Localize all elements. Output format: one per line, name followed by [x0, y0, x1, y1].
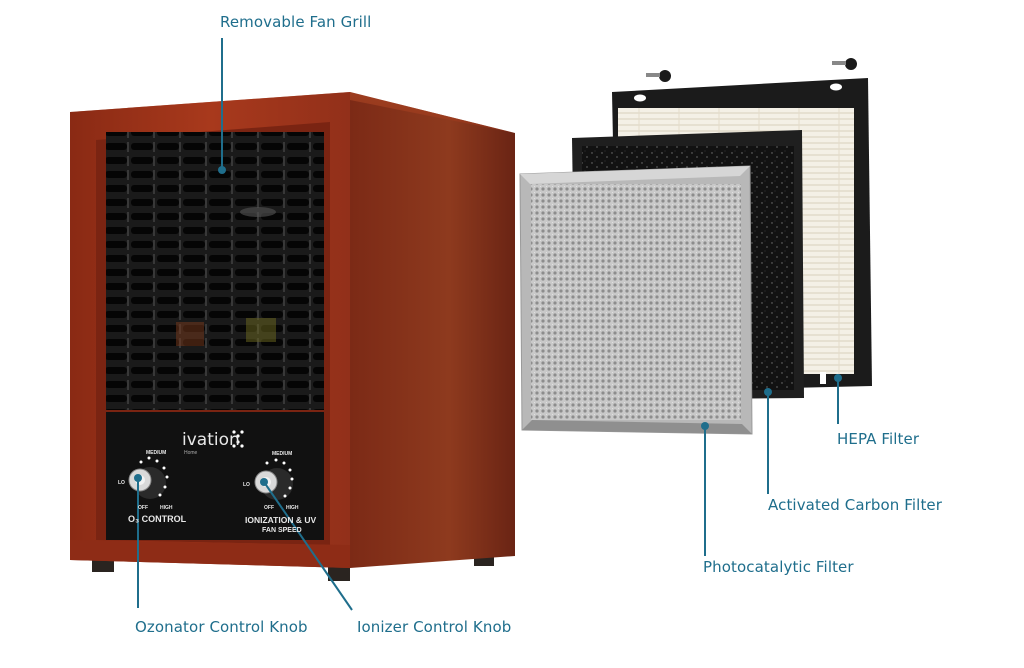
photocatalytic-filter [519, 165, 753, 435]
ionizer-panel-title: IONIZATION & UV [245, 515, 317, 525]
label-ozonator-control-knob: Ozonator Control Knob [135, 618, 308, 636]
ionizer-high-label: HIGH [286, 505, 299, 511]
ozonator-medium-label: MEDIUM [146, 450, 167, 456]
ozonator-panel-title: O₃ CONTROL [128, 514, 187, 524]
cabinet-side [350, 92, 515, 568]
ionizer-panel-subtitle: FAN SPEED [262, 527, 302, 534]
brand-logo-icon [232, 430, 244, 448]
label-activated-carbon-filter: Activated Carbon Filter [768, 496, 943, 514]
ionizer-low-label: LO [243, 482, 250, 488]
foot [92, 560, 114, 572]
ozonator-knob-dots [139, 456, 169, 497]
ozonator-knob[interactable] [128, 467, 166, 499]
label-ionizer-control-knob: Ionizer Control Knob [357, 618, 512, 636]
ionizer-off-label: OFF [264, 505, 274, 511]
label-hepa-filter: HEPA Filter [837, 430, 920, 448]
label-removable-fan-grill: Removable Fan Grill [220, 13, 372, 31]
foot [328, 567, 350, 581]
callout-lines [137, 38, 839, 611]
filter-stack [519, 58, 872, 435]
brand-name: ivation [182, 430, 240, 450]
ozonator-high-label: HIGH [160, 505, 173, 511]
label-photocatalytic-filter: Photocatalytic Filter [703, 558, 854, 576]
ionizer-medium-label: MEDIUM [272, 451, 293, 457]
ionizer-knob-dots [265, 458, 294, 498]
brand-sub: Home [184, 450, 198, 456]
fan-grill [106, 132, 324, 410]
ozonator-off-label: OFF [138, 505, 148, 511]
callout-dots [134, 166, 842, 486]
air-purifier-unit [70, 92, 515, 581]
ozonator-low-label: LO [118, 480, 125, 486]
